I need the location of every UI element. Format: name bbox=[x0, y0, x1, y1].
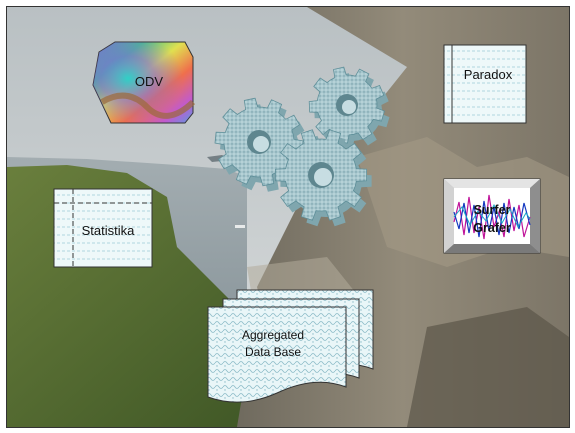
db-label-line2: Data Base bbox=[245, 345, 301, 359]
surfer-grafer-node bbox=[443, 178, 541, 254]
rock-base bbox=[407, 307, 569, 427]
odv-label: ODV bbox=[135, 74, 164, 89]
gear-front-icon bbox=[275, 129, 372, 227]
odv-node bbox=[92, 41, 196, 124]
bevel-right bbox=[530, 179, 540, 253]
bevel-top bbox=[444, 179, 540, 188]
paradox-box bbox=[443, 44, 527, 124]
db-sheet-1 bbox=[207, 306, 347, 403]
odv-contour-overlay bbox=[93, 42, 193, 123]
gears-cluster bbox=[214, 66, 390, 227]
gear-front-hole-highlight bbox=[314, 168, 332, 186]
odv-contour-band bbox=[100, 92, 196, 119]
database-node bbox=[207, 289, 374, 403]
gear-left-hole-highlight bbox=[253, 136, 269, 152]
surfer-trace-cyan bbox=[453, 203, 531, 229]
bevel-left bbox=[444, 179, 454, 253]
paradox-label: Paradox bbox=[464, 67, 513, 82]
bevel-bottom bbox=[444, 244, 540, 253]
paradox-node bbox=[443, 44, 527, 124]
gear-right-icon bbox=[308, 66, 390, 149]
statistika-label: Statistika bbox=[82, 223, 136, 238]
surfer-label: Surfer bbox=[474, 203, 511, 217]
statistika-node bbox=[53, 188, 153, 268]
grafer-label: Grafer bbox=[473, 221, 511, 235]
db-label-line1: Aggregated bbox=[242, 328, 304, 342]
boat bbox=[235, 225, 245, 228]
statistika-box bbox=[53, 188, 153, 268]
gear-right-hole-highlight bbox=[342, 100, 356, 114]
diagram-canvas: ODV Paradox Statistika Surfer Grafer Agg… bbox=[7, 7, 569, 427]
slide-frame: ODV Paradox Statistika Surfer Grafer Agg… bbox=[6, 6, 570, 428]
